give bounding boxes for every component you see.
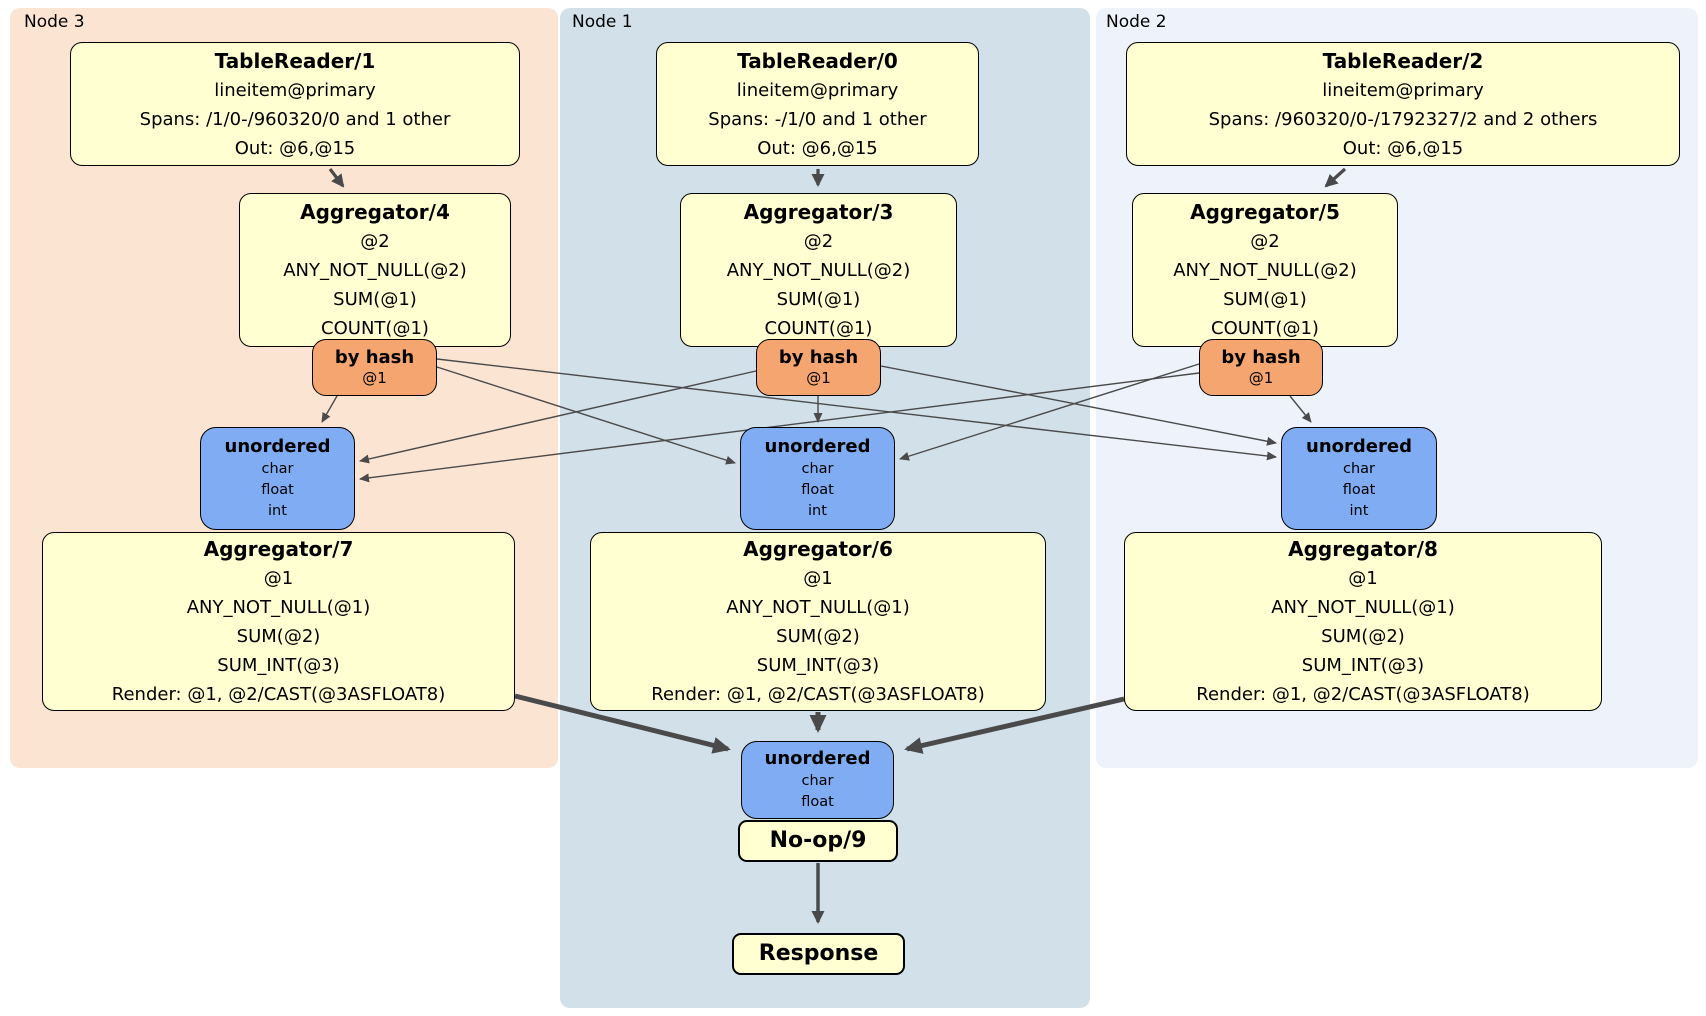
tablereader-1-title: TableReader/1 — [214, 48, 376, 73]
unordered-sync-final-streams: char float — [801, 773, 834, 810]
aggregator-5-details: @2 ANY_NOT_NULL(@2) SUM(@1) COUNT(@1) — [1173, 231, 1357, 339]
unordered-sync-node1-streams: char float int — [801, 461, 834, 519]
noop-box: No-op/9 — [738, 820, 898, 862]
aggregator-5-title: Aggregator/5 — [1190, 200, 1340, 224]
unordered-sync-node2-streams: char float int — [1342, 461, 1376, 519]
tablereader-0-title: TableReader/0 — [737, 48, 898, 73]
noop-title: No-op/9 — [769, 828, 867, 853]
hash-router-node3-detail: @1 — [362, 369, 387, 387]
hash-router-node1: by hash @1 — [756, 339, 881, 396]
aggregator-8-title: Aggregator/8 — [1288, 537, 1438, 561]
tablereader-2-title: TableReader/2 — [1322, 48, 1484, 73]
aggregator-7-box: Aggregator/7 @1 ANY_NOT_NULL(@1) SUM(@2)… — [42, 532, 515, 711]
aggregator-8-box: Aggregator/8 @1 ANY_NOT_NULL(@1) SUM(@2)… — [1124, 532, 1602, 711]
aggregator-7-details: @1 ANY_NOT_NULL(@1) SUM(@2) SUM_INT(@3) … — [111, 568, 446, 705]
unordered-sync-node3-title: unordered — [224, 436, 331, 457]
hash-router-node1-detail: @1 — [806, 369, 831, 387]
aggregator-4-details: @2 ANY_NOT_NULL(@2) SUM(@1) COUNT(@1) — [283, 231, 467, 339]
unordered-sync-final-title: unordered — [764, 748, 871, 769]
aggregator-3-details: @2 ANY_NOT_NULL(@2) SUM(@1) COUNT(@1) — [726, 231, 911, 339]
tablereader-2-box: TableReader/2 lineitem@primary Spans: /9… — [1126, 42, 1680, 166]
tablereader-2-details: lineitem@primary Spans: /960320/0-/17923… — [1208, 79, 1598, 159]
tablereader-0-details: lineitem@primary Spans: -/1/0 and 1 othe… — [708, 79, 927, 159]
aggregator-6-details: @1 ANY_NOT_NULL(@1) SUM(@2) SUM_INT(@3) … — [651, 568, 985, 705]
aggregator-3-title: Aggregator/3 — [743, 200, 894, 224]
unordered-sync-node3-streams: char float int — [261, 461, 294, 519]
aggregator-7-title: Aggregator/7 — [203, 537, 354, 561]
node3-region-label: Node 3 — [24, 12, 85, 32]
unordered-sync-node2: unordered char float int — [1281, 427, 1437, 530]
hash-router-node2-detail: @1 — [1248, 369, 1274, 387]
aggregator-6-box: Aggregator/6 @1 ANY_NOT_NULL(@1) SUM(@2)… — [590, 532, 1046, 711]
unordered-sync-final: unordered char float — [741, 741, 894, 819]
aggregator-3-box: Aggregator/3 @2 ANY_NOT_NULL(@2) SUM(@1)… — [680, 193, 957, 347]
hash-router-node3-title: by hash — [334, 347, 415, 368]
unordered-sync-node3: unordered char float int — [200, 427, 355, 530]
hash-router-node1-title: by hash — [778, 347, 859, 368]
aggregator-6-title: Aggregator/6 — [743, 537, 893, 561]
aggregator-4-box: Aggregator/4 @2 ANY_NOT_NULL(@2) SUM(@1)… — [239, 193, 511, 347]
tablereader-1-details: lineitem@primary Spans: /1/0-/960320/0 a… — [139, 79, 451, 159]
hash-router-node2: by hash @1 — [1199, 339, 1323, 396]
node2-region-label: Node 2 — [1106, 12, 1167, 32]
aggregator-4-title: Aggregator/4 — [300, 200, 450, 224]
aggregator-5-box: Aggregator/5 @2 ANY_NOT_NULL(@2) SUM(@1)… — [1132, 193, 1398, 347]
tablereader-1-box: TableReader/1 lineitem@primary Spans: /1… — [70, 42, 520, 166]
hash-router-node2-title: by hash — [1221, 347, 1301, 368]
response-box: Response — [732, 933, 905, 975]
node1-region-label: Node 1 — [572, 12, 633, 32]
unordered-sync-node2-title: unordered — [1306, 436, 1412, 457]
response-title: Response — [758, 941, 879, 966]
unordered-sync-node1: unordered char float int — [740, 427, 895, 530]
hash-router-node3: by hash @1 — [312, 339, 437, 396]
tablereader-0-box: TableReader/0 lineitem@primary Spans: -/… — [656, 42, 979, 166]
aggregator-8-details: @1 ANY_NOT_NULL(@1) SUM(@2) SUM_INT(@3) … — [1196, 568, 1530, 705]
unordered-sync-node1-title: unordered — [764, 436, 871, 457]
